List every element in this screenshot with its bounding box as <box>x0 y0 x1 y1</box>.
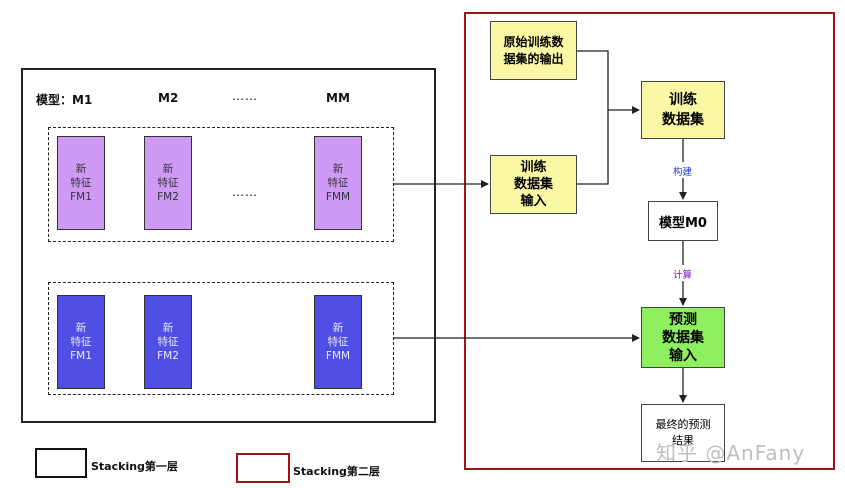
legend-layer2-swatch <box>236 453 290 483</box>
model-m0-box: 模型M0 <box>648 201 718 241</box>
test-feature-fmm: 新 特征 FMM <box>314 295 362 389</box>
arrow-original-output-to-train-set <box>577 50 609 110</box>
training-set-box: 训练 数据集 <box>641 81 725 139</box>
legend-layer1-swatch <box>35 448 87 478</box>
prediction-input-box: 预测 数据集 输入 <box>641 307 725 368</box>
original-training-output-box: 原始训练数 据集的输出 <box>490 21 577 80</box>
test-features-group <box>48 282 394 395</box>
train-features-group <box>48 127 394 242</box>
legend-layer1-label: Stacking第一层 <box>91 460 178 473</box>
watermark-text: 知乎 @AnFany <box>656 441 806 465</box>
arrow-train-input-to-train-set <box>577 110 609 185</box>
legend-layer2-label: Stacking第二层 <box>293 465 380 478</box>
train-features-ellipsis: …… <box>232 185 258 199</box>
build-label: 构建 <box>673 164 693 178</box>
train-feature-fmm: 新 特征 FMM <box>314 136 362 230</box>
training-input-box: 训练 数据集 输入 <box>490 155 577 214</box>
stacking-layer2-panel <box>464 12 835 470</box>
train-feature-fm2: 新 特征 FM2 <box>144 136 192 230</box>
header-mm: MM <box>326 91 350 105</box>
header-model-m1: 模型：M1 <box>36 93 93 107</box>
compute-label: 计算 <box>673 267 693 281</box>
header-ellipsis: …… <box>232 89 258 103</box>
final-prediction-box: 最终的预测 结果 <box>641 404 725 462</box>
stacking-layer1-panel <box>21 68 436 423</box>
test-feature-fm2: 新 特征 FM2 <box>144 295 192 389</box>
header-m2: M2 <box>158 91 179 105</box>
train-feature-fm1: 新 特征 FM1 <box>57 136 105 230</box>
test-feature-fm1: 新 特征 FM1 <box>57 295 105 389</box>
